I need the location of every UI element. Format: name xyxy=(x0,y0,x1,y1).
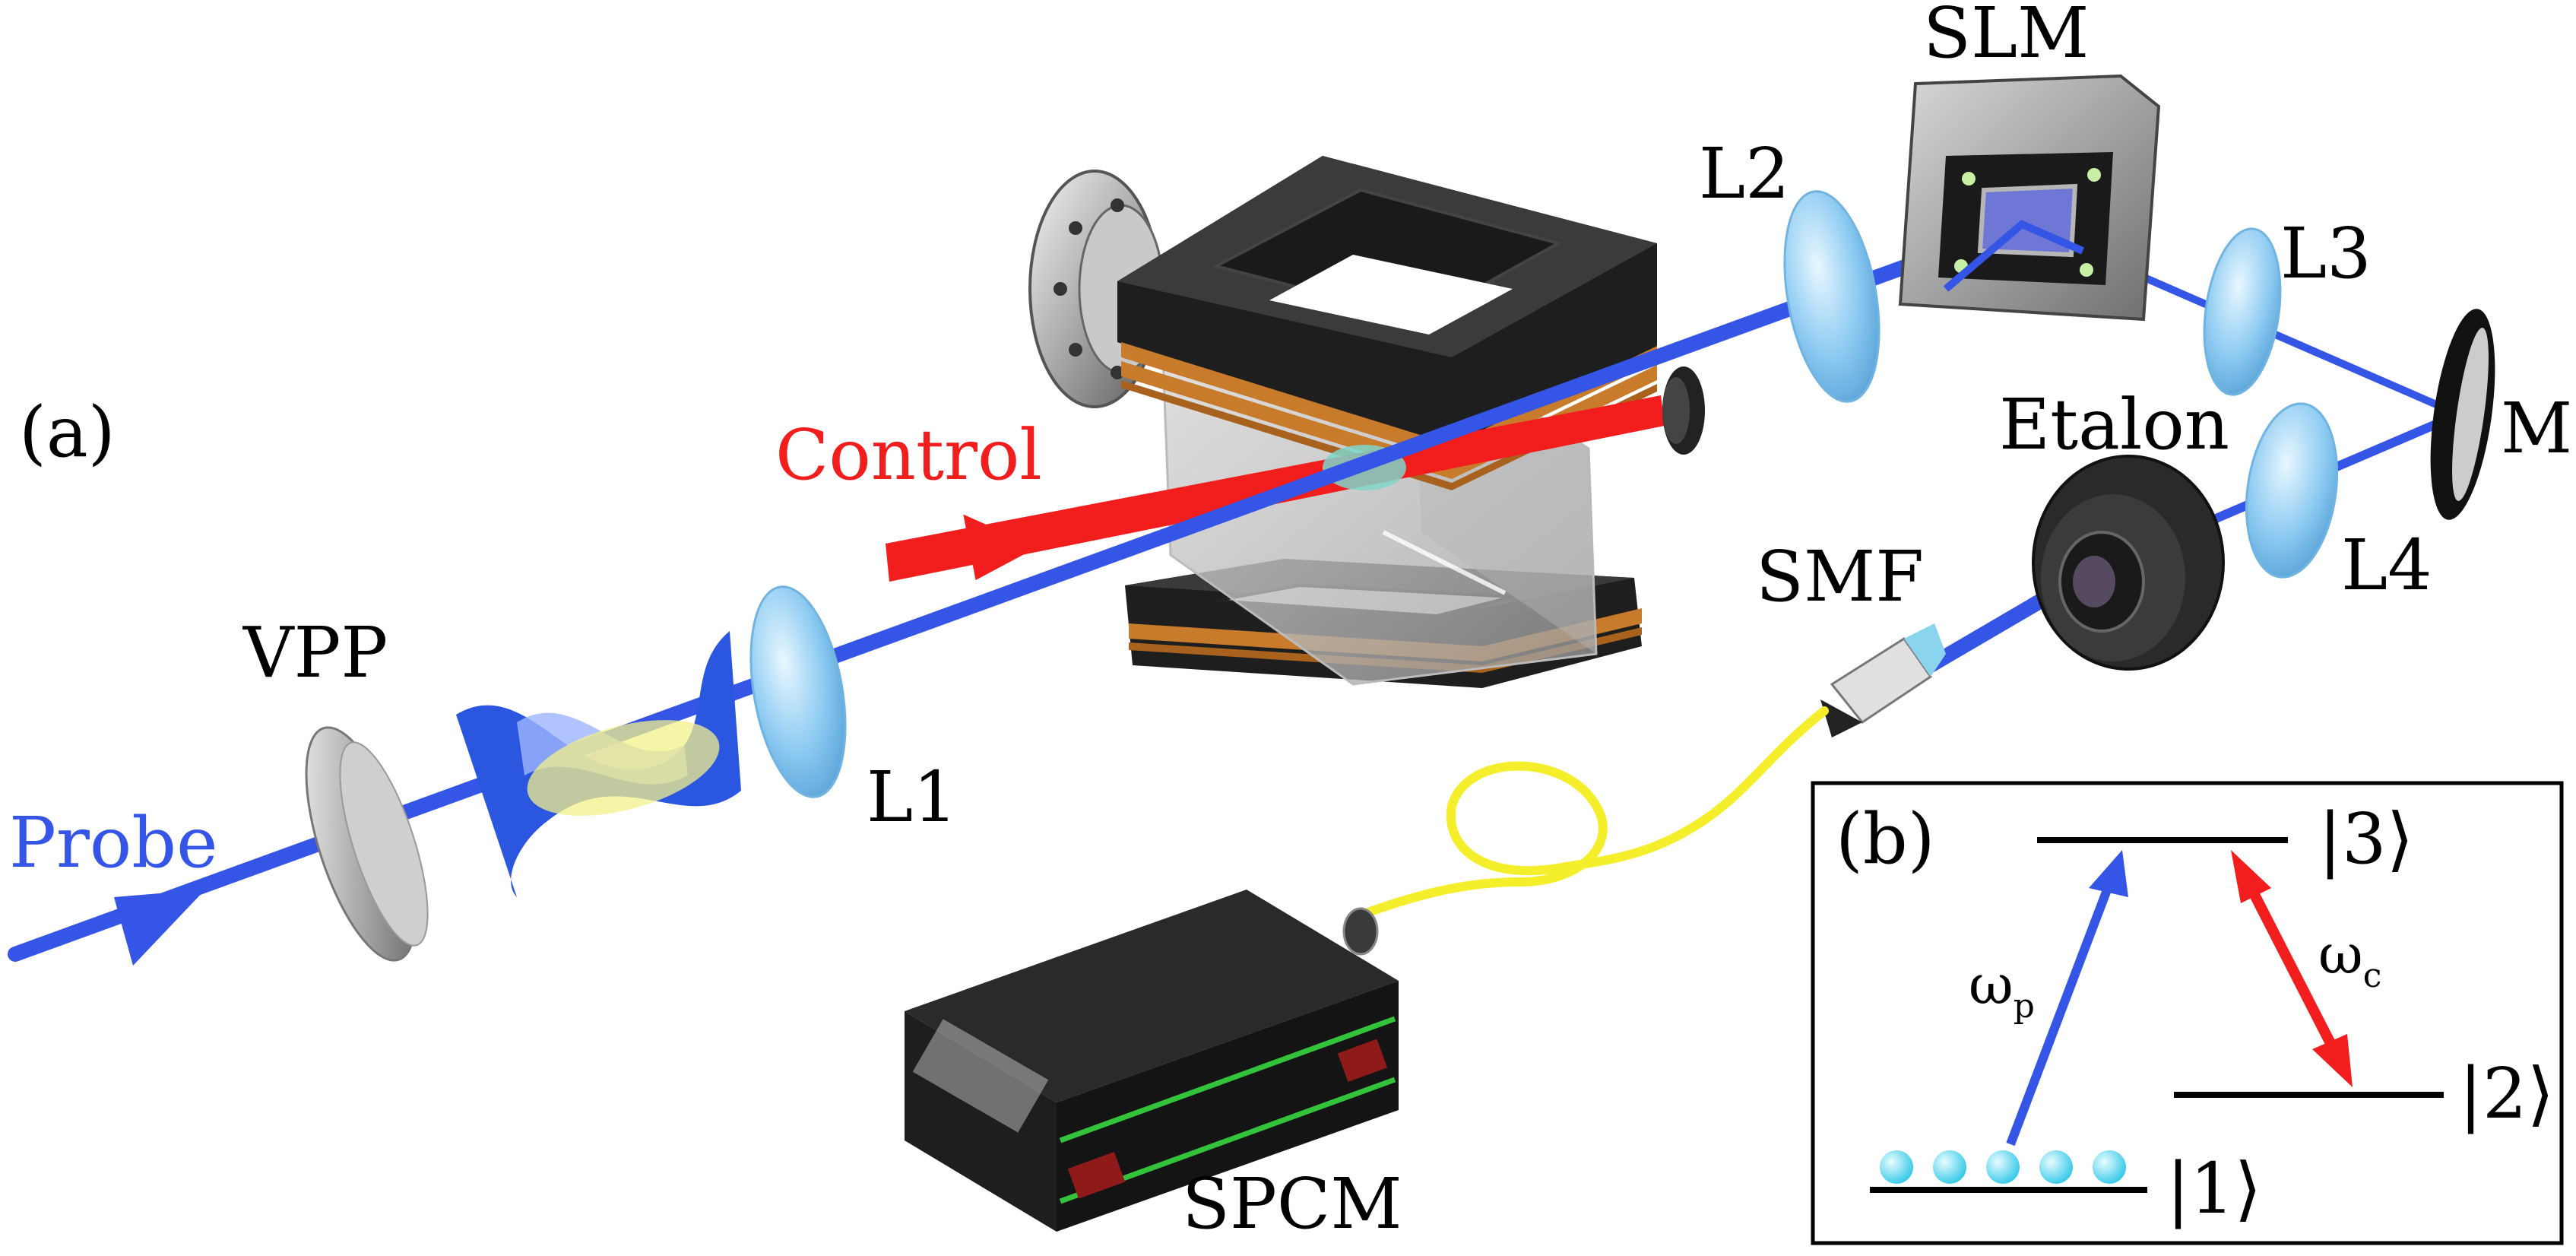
spcm-label: SPCM xyxy=(1182,1163,1402,1245)
probe-arrowhead xyxy=(114,890,205,966)
probe-label: Probe xyxy=(9,802,218,883)
panel-a-tag: (a) xyxy=(19,392,116,473)
vpp-label: VPP xyxy=(242,612,388,693)
vpp-plate xyxy=(305,726,429,962)
smf-label: SMF xyxy=(1756,536,1924,617)
etalon xyxy=(2032,455,2225,671)
m-label: M xyxy=(2501,388,2572,469)
l1-label: L1 xyxy=(867,756,958,838)
atom xyxy=(1880,1150,1913,1184)
atom xyxy=(2093,1150,2126,1184)
atom xyxy=(1986,1150,2020,1184)
smf-coupler xyxy=(1820,623,1946,737)
atom xyxy=(1933,1150,1966,1184)
beam-block xyxy=(1662,366,1705,455)
slm-device xyxy=(1898,74,2161,322)
probe-transition-arrow xyxy=(2006,880,2115,1147)
atom xyxy=(2039,1150,2073,1184)
control-transition-arrow xyxy=(2245,883,2339,1052)
mirror-m xyxy=(2430,309,2495,520)
vortex-wavefront xyxy=(456,631,741,897)
optical-fiber xyxy=(1364,706,1829,917)
l4-label: L4 xyxy=(2341,525,2432,606)
lens-l2 xyxy=(1783,190,1881,403)
l3-label: L3 xyxy=(2280,213,2372,294)
level-1-label: |1⟩ xyxy=(2166,1148,2261,1229)
lens-l1 xyxy=(749,585,847,798)
l2-label: L2 xyxy=(1699,133,1790,214)
control-label: Control xyxy=(775,414,1042,496)
level-3-label: |3⟩ xyxy=(2318,798,2413,880)
probe-omega-label: ωp xyxy=(1969,953,2035,1026)
control-omega-label: ωc xyxy=(2318,922,2381,995)
lens-l4 xyxy=(2245,402,2339,579)
level-2-label: |2⟩ xyxy=(2459,1053,2554,1134)
panel-b-tag: (b) xyxy=(1836,798,1935,880)
lens-l3 xyxy=(2203,227,2282,396)
probe-beam-on-slm xyxy=(1943,220,2085,292)
upper-coil xyxy=(1117,156,1657,490)
panel-b xyxy=(1811,781,2564,1245)
etalon-label: Etalon xyxy=(1999,384,2229,465)
slm-label: SLM xyxy=(1923,0,2089,74)
spcm-detector xyxy=(905,890,1399,1232)
